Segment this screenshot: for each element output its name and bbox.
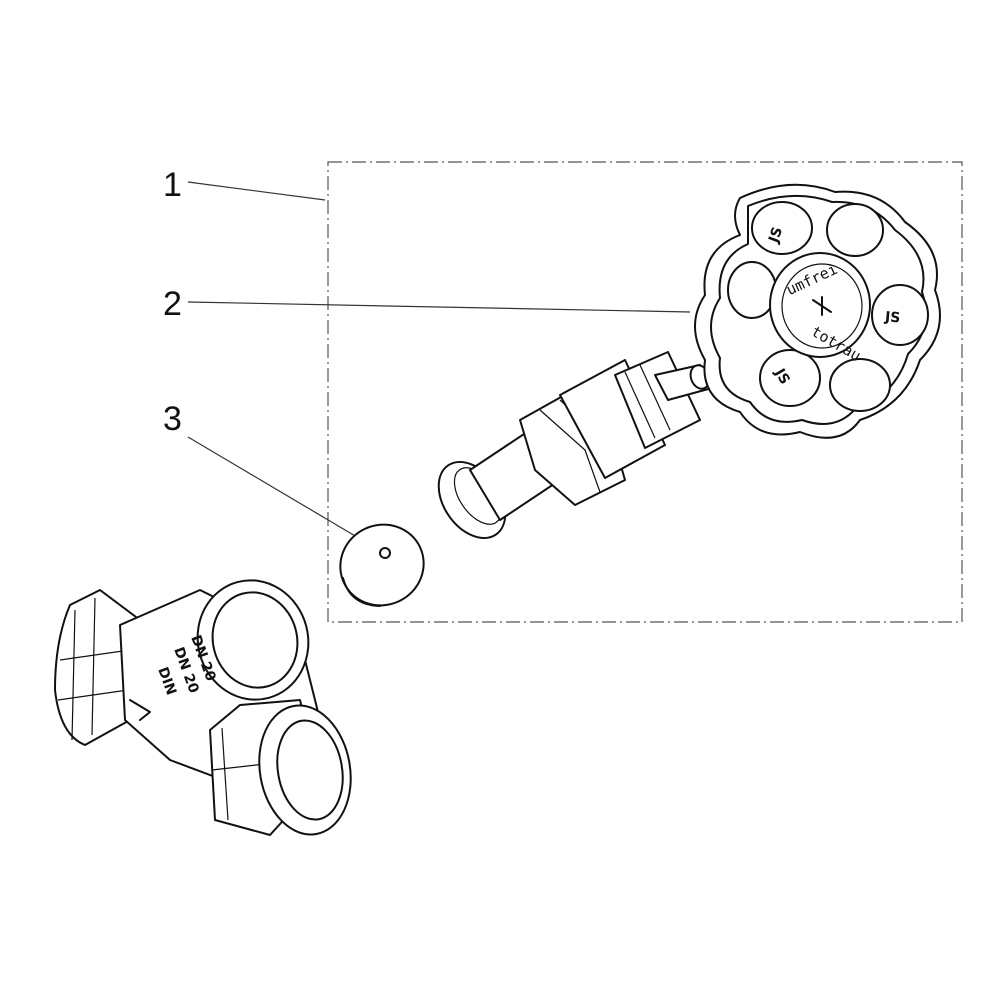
handwheel-logo-right: JS (883, 309, 901, 326)
handwheel-recess-bottom-right (829, 358, 891, 412)
handwheel-recess-right (871, 284, 929, 346)
callout-2-leader (187, 301, 691, 313)
center-cross-icon (812, 296, 832, 316)
gasket-disc (339, 523, 425, 607)
left-union-nut (54, 589, 141, 746)
valve-headpart (437, 351, 713, 539)
handwheel-recess-top-left (751, 201, 813, 255)
handwheel-logo-top: JS (766, 225, 787, 246)
handwheel-logo-bottom: JS (771, 365, 793, 387)
valve-body: DN 20 DN 20 DIN (54, 579, 352, 836)
handwheel-recess-top-right (826, 203, 884, 257)
handwheel-recess-bottom-left (759, 349, 821, 407)
callout-3-leader (187, 436, 363, 541)
handwheel-recess-left (727, 261, 777, 319)
callout-2-label: 2 (163, 285, 182, 323)
handwheel: JS JS JS umfrei totrau (694, 183, 941, 439)
callout-3-label: 3 (163, 400, 182, 438)
flow-arrow-icon (129, 699, 151, 721)
callout-1-leader (187, 181, 326, 201)
assembly-boundary (327, 161, 963, 623)
callout-1-label: 1 (163, 166, 182, 204)
